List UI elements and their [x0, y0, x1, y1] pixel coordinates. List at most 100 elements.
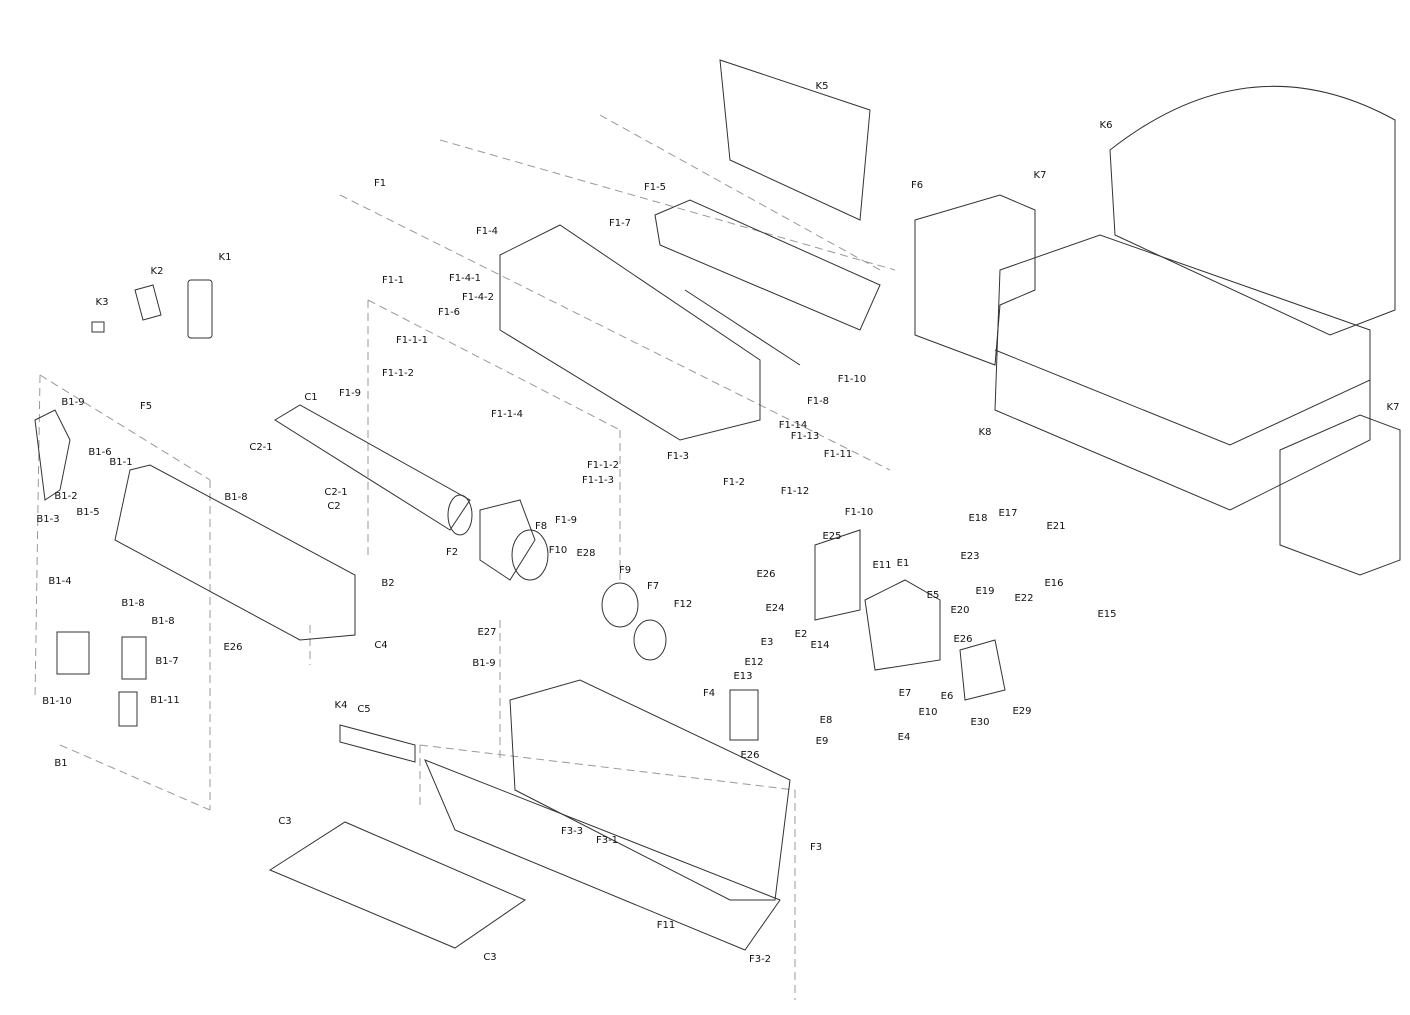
part-label: B2 — [381, 578, 395, 589]
part-label: C1 — [304, 392, 318, 403]
part-label: E23 — [960, 551, 980, 562]
part-label: E15 — [1097, 609, 1117, 620]
part-label: E7 — [898, 688, 912, 699]
part-label: F4 — [702, 688, 716, 699]
part-label: E30 — [970, 717, 990, 728]
part-label: F3-1 — [595, 835, 619, 846]
part-label: F1-7 — [608, 218, 632, 229]
part-label: E27 — [477, 627, 497, 638]
part-label: F1-6 — [437, 307, 461, 318]
dome-cover-k6 — [1109, 85, 1396, 336]
part-label: K4 — [334, 700, 348, 711]
part-label: F1 — [373, 178, 387, 189]
part-label: F1-4-1 — [448, 273, 482, 284]
part-label: F10 — [548, 545, 568, 556]
part-label: B1-6 — [88, 447, 112, 458]
part-label: E20 — [950, 605, 970, 616]
part-label: E8 — [819, 715, 833, 726]
part-label: E17 — [998, 508, 1018, 519]
part-label: F3-3 — [560, 826, 584, 837]
part-label: E19 — [975, 586, 995, 597]
part-label: F1-14 — [778, 420, 808, 431]
part-label: E26 — [953, 634, 973, 645]
part-label: E11 — [872, 560, 892, 571]
part-label: E24 — [765, 603, 785, 614]
part-label: F1-1-2 — [381, 368, 415, 379]
part-label: E1 — [896, 558, 910, 569]
part-label: K7 — [1386, 402, 1400, 413]
part-label: K6 — [1099, 120, 1113, 131]
part-label: C2 — [327, 501, 341, 512]
part-label: F1-1-4 — [490, 409, 524, 420]
part-label: F1-4 — [475, 226, 499, 237]
part-label: K2 — [150, 266, 164, 277]
part-label: E4 — [897, 732, 911, 743]
part-label: B1-4 — [48, 576, 72, 587]
part-label: C2-1 — [324, 487, 348, 498]
front-grille-f3 — [424, 679, 791, 951]
part-label: E26 — [223, 642, 243, 653]
remote-controls — [91, 279, 213, 339]
part-label: F8 — [534, 521, 548, 532]
part-label: B1-2 — [54, 491, 78, 502]
part-label: F1-13 — [790, 431, 820, 442]
part-label: K5 — [815, 81, 829, 92]
part-label: B1-1 — [109, 457, 133, 468]
chassis-f1 — [499, 199, 881, 441]
part-label: K3 — [95, 297, 109, 308]
cross-flow-fan-c1 — [274, 404, 473, 536]
part-label: B1-8 — [151, 616, 175, 627]
part-label: E16 — [1044, 578, 1064, 589]
part-label: E9 — [815, 736, 829, 747]
part-label: F3 — [809, 842, 823, 853]
part-label: F1-3 — [666, 451, 690, 462]
part-label: F1-1 — [381, 275, 405, 286]
part-label: B1 — [54, 758, 68, 769]
part-label: E14 — [810, 640, 830, 651]
part-label: F1-10 — [837, 374, 867, 385]
part-label: B1-3 — [36, 514, 60, 525]
part-label: E10 — [918, 707, 938, 718]
part-label: B1-5 — [76, 507, 100, 518]
part-label: F1-9 — [338, 388, 362, 399]
part-label: C4 — [374, 640, 388, 651]
part-label: F1-12 — [780, 486, 810, 497]
part-label: E5 — [926, 590, 940, 601]
part-label: F12 — [673, 599, 693, 610]
part-label: F1-4-2 — [461, 292, 495, 303]
part-label: F6 — [910, 180, 924, 191]
back-panel-k5 — [719, 59, 871, 221]
part-label: B1-8 — [121, 598, 145, 609]
electrical-box — [729, 529, 1006, 741]
part-label: B1-11 — [150, 695, 180, 706]
part-label: E22 — [1014, 593, 1034, 604]
part-label: E18 — [968, 513, 988, 524]
part-label: C5 — [357, 704, 371, 715]
part-label: E6 — [940, 691, 954, 702]
part-label: B1-8 — [224, 492, 248, 503]
part-label: F11 — [656, 920, 676, 931]
part-label: F1-5 — [643, 182, 667, 193]
part-label: E13 — [733, 671, 753, 682]
part-label: C3 — [483, 952, 497, 963]
part-label: E26 — [740, 750, 760, 761]
part-label: E12 — [744, 657, 764, 668]
part-label: F1-1-3 — [581, 475, 615, 486]
part-label: B1-7 — [155, 656, 179, 667]
part-label: F1-8 — [806, 396, 830, 407]
dashed-guides — [34, 114, 896, 1000]
part-label: E29 — [1012, 706, 1032, 717]
outdoor-unit — [914, 194, 1401, 576]
part-label: C2-1 — [249, 442, 273, 453]
part-label: F5 — [139, 401, 153, 412]
motor-parts — [479, 499, 667, 661]
part-label: E28 — [576, 548, 596, 559]
part-label: E2 — [794, 629, 808, 640]
part-label: B1-9 — [472, 658, 496, 669]
part-label: K8 — [978, 427, 992, 438]
part-label: B1-9 — [61, 397, 85, 408]
part-label: F1-11 — [823, 449, 853, 460]
part-label: E3 — [760, 637, 774, 648]
